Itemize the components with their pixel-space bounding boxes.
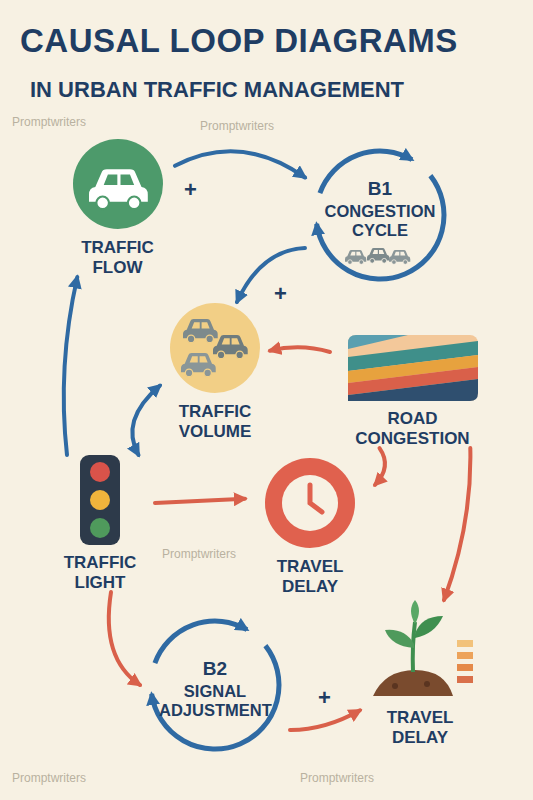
loop-id: B1 [324, 178, 436, 200]
polarity-sign: + [318, 686, 331, 710]
concept-node: TRAFFIC FLOW [60, 138, 175, 277]
polarity-sign: + [274, 282, 287, 306]
subtitle: IN URBAN TRAFFIC MANAGEMENT [30, 78, 404, 102]
node-label: TRAFFIC VOLUME [161, 402, 269, 441]
watermark: Promptwriters [12, 116, 86, 129]
node-label: SIGNAL ADJUSTMENT [159, 682, 271, 720]
causal-link-arrow [155, 499, 245, 503]
watermark: Promptwriters [12, 772, 86, 785]
concept-node: TRAFFIC LIGHT [45, 455, 155, 592]
loop-circle: B1CONGESTION CYCLE [305, 140, 455, 290]
watermark: Promptwriters [162, 548, 236, 561]
plant-icon [365, 600, 475, 700]
node-label: ROAD CONGESTION [348, 409, 478, 448]
light-icon [78, 455, 122, 545]
causal-link-arrow [290, 710, 360, 730]
node-label: TRAFFIC FLOW [63, 238, 173, 277]
loop-circle: B2SIGNAL ADJUSTMENT [140, 610, 290, 760]
cars-icon [169, 302, 261, 394]
watermark: Promptwriters [200, 120, 274, 133]
concept-node: TRAVEL DELAY [245, 457, 375, 596]
causal-link-arrow [175, 151, 305, 177]
car-icon [72, 138, 164, 230]
causal-link-arrow [444, 448, 470, 600]
diagram-title: CAUSAL LOOP DIAGRAMS [20, 22, 458, 60]
node-label: TRAVEL DELAY [255, 557, 365, 596]
causal-link-arrow [132, 386, 160, 456]
clock-icon [264, 457, 356, 549]
concept-node: TRAFFIC VOLUME [160, 302, 270, 441]
node-label: TRAVEL DELAY [365, 708, 475, 747]
band-icon [348, 335, 478, 401]
concept-node: ROAD CONGESTION [330, 335, 495, 448]
causal-link-arrow [237, 248, 305, 302]
watermark: Promptwriters [300, 772, 374, 785]
causal-link-arrow [64, 277, 78, 455]
polarity-sign: + [184, 178, 197, 202]
causal-link-arrow [375, 448, 385, 485]
loop-id: B2 [159, 658, 271, 680]
node-label: TRAFFIC LIGHT [46, 553, 154, 592]
concept-node: TRAVEL DELAY [360, 600, 480, 747]
causal-link-arrow [109, 592, 140, 685]
node-label: CONGESTION CYCLE [324, 202, 436, 240]
causal-link-arrow [270, 347, 330, 352]
